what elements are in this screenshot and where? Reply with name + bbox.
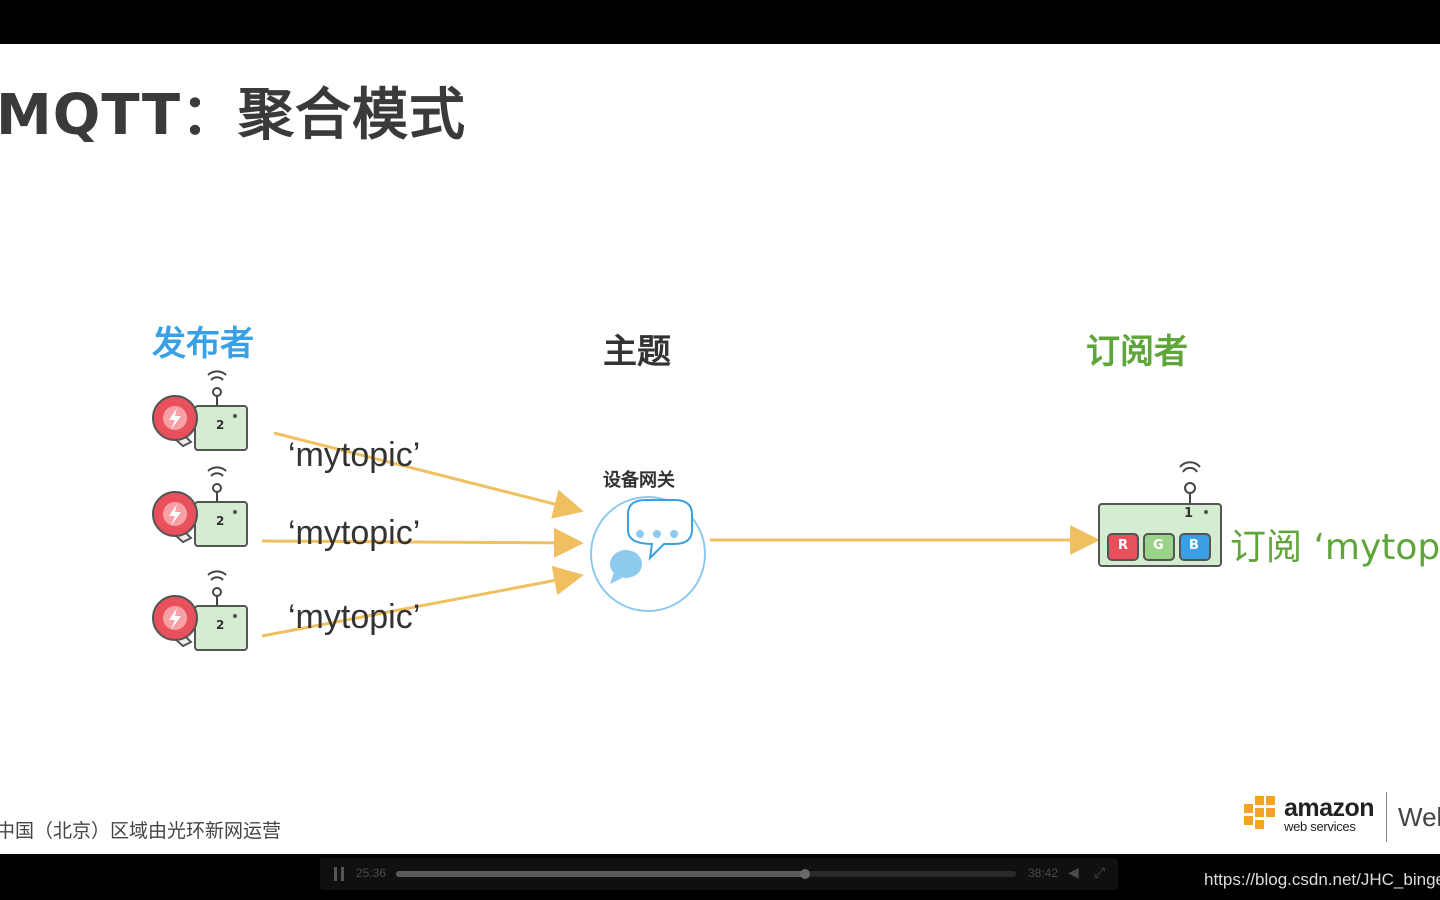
aws-wordmark: amazon	[1284, 794, 1375, 822]
aws-trailing-text: Wel	[1398, 802, 1440, 832]
arrow-3	[261, 565, 584, 638]
aws-subtitle: web services	[1284, 819, 1356, 834]
progress-fill	[396, 871, 806, 877]
presentation-slide: MQTT：聚合模式 发布者 主题 订阅者	[0, 44, 1440, 854]
topic-label: ‘mytopic’	[288, 514, 421, 552]
logo-divider	[1386, 792, 1387, 842]
volume-icon[interactable]: ◀	[1068, 865, 1079, 881]
fullscreen-icon[interactable]: ⤢	[1094, 865, 1106, 881]
arrow-1	[273, 431, 584, 519]
topic-label: ‘mytopic’	[288, 598, 421, 636]
pause-icon[interactable]	[334, 867, 346, 881]
mqtt-diagram	[152, 370, 1222, 651]
slide-footer: 中国（北京）区域由光环新网运营	[0, 820, 282, 842]
video-top-bar	[0, 0, 1440, 44]
aws-logo: amazon web services Wel	[1240, 786, 1440, 846]
publisher-device	[152, 466, 248, 547]
watermark-url: https://blog.csdn.net/JHC_binge	[1204, 870, 1440, 889]
aws-cubes-icon	[1244, 796, 1275, 829]
subscriber-device	[1098, 461, 1222, 567]
rgb-button-r: R	[1118, 538, 1129, 553]
publisher-device-number: 2	[216, 514, 225, 528]
rgb-button-b: B	[1189, 538, 1199, 553]
arrow-2	[261, 527, 584, 558]
publisher-heading: 发布者	[152, 324, 254, 364]
progress-bar[interactable]	[396, 869, 1016, 879]
publisher-device-number: 2	[216, 618, 225, 632]
progress-handle[interactable]	[800, 869, 811, 879]
subscriber-heading: 订阅者	[1086, 332, 1188, 372]
slide-title: MQTT：聚合模式	[0, 83, 467, 148]
elapsed-time: 25:36	[356, 866, 387, 880]
gateway-icon	[590, 496, 706, 612]
publisher-device	[152, 370, 248, 451]
topic-label: ‘mytopic’	[288, 436, 421, 474]
subscribe-text: 订阅 ‘mytopi	[1230, 527, 1440, 568]
publisher-device	[152, 570, 248, 651]
publisher-device-number: 2	[216, 418, 225, 432]
duration-time: 38:42	[1028, 866, 1059, 880]
rgb-button-g: G	[1153, 538, 1164, 553]
subscriber-device-number: 1	[1184, 506, 1194, 521]
video-player-controls: 25:36 38:42 ◀ ⤢	[320, 858, 1118, 890]
topic-heading: 主题	[603, 332, 671, 372]
gateway-label: 设备网关	[603, 470, 675, 491]
